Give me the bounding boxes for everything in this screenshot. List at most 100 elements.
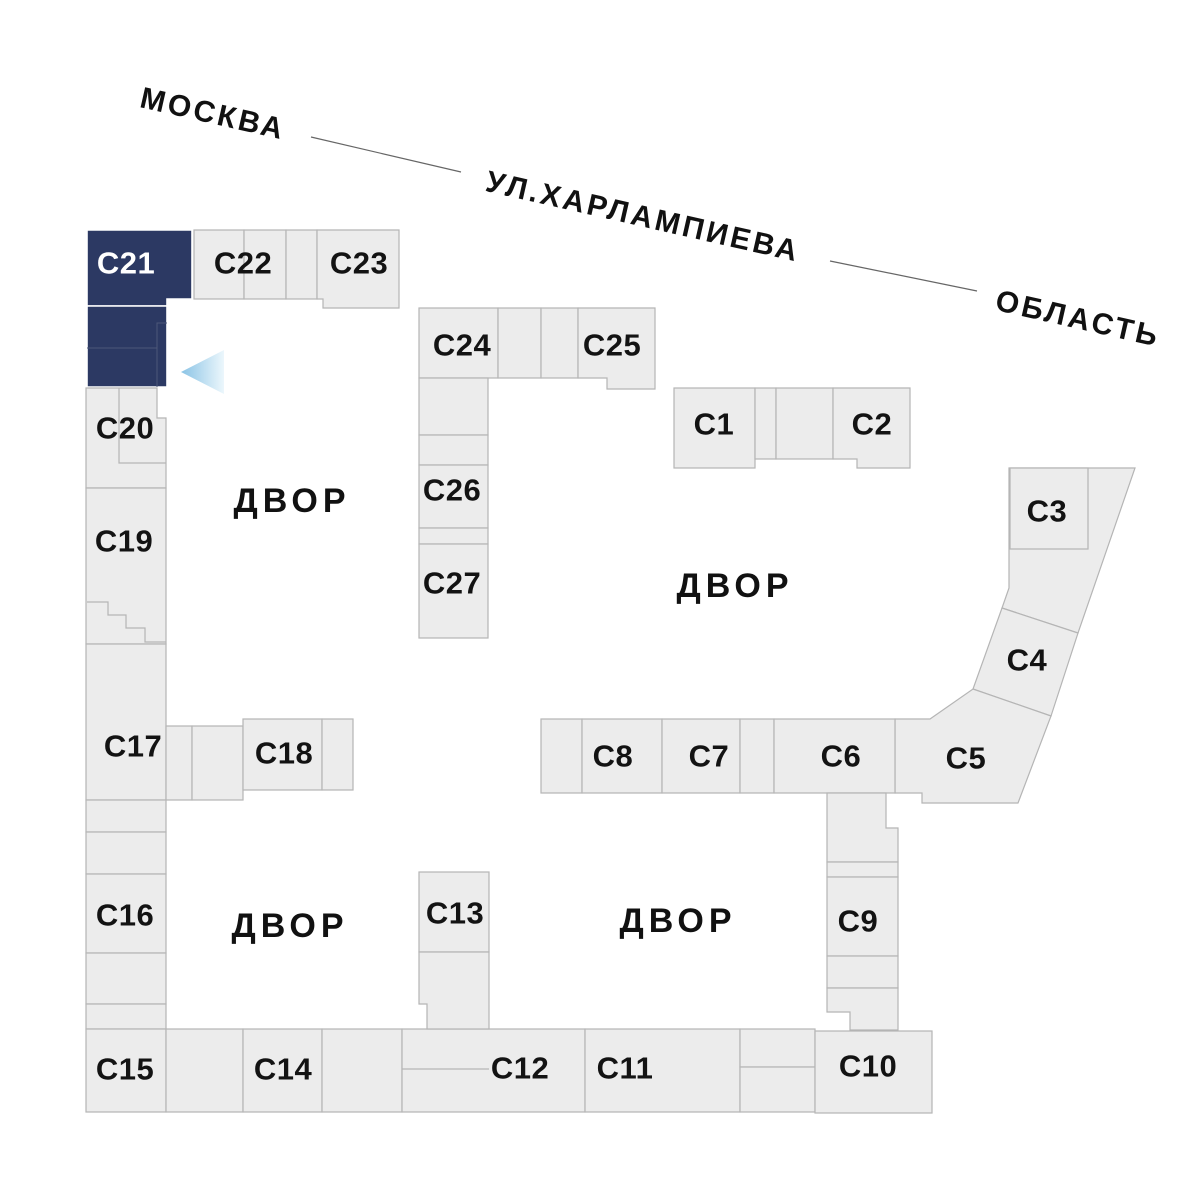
building-c5-shape[interactable] [894, 688, 1052, 804]
building-c9-section [826, 955, 899, 989]
building-c22-section[interactable] [243, 229, 287, 300]
building-c11[interactable]: С11 [584, 1028, 741, 1113]
building-c7[interactable]: С7 [661, 718, 741, 794]
building-c25[interactable]: С25 [577, 307, 656, 390]
building-c14[interactable]: С14 [242, 1028, 323, 1113]
courtyard-label-top-left: ДВОР [233, 482, 350, 520]
street-label-kharlampieva: УЛ.ХАРЛАМПИЕВА [483, 165, 804, 268]
building-c7-shape[interactable] [661, 718, 741, 794]
building-c23[interactable]: С23 [316, 229, 400, 309]
building-c26[interactable]: С26 [418, 464, 489, 529]
building-c6-shape[interactable] [773, 718, 896, 794]
building-c26-shape[interactable] [418, 464, 489, 529]
building-section-unlabeled [418, 527, 489, 545]
building-c19-stairs-divider [87, 601, 166, 643]
building-c14-shape[interactable] [242, 1028, 323, 1113]
building-section-unlabeled [754, 387, 777, 460]
building-label-c5: С5 [946, 741, 987, 776]
building-c27[interactable]: С27 [418, 543, 489, 639]
building-label-c7: С7 [689, 739, 730, 774]
building-c18-shape[interactable] [242, 718, 323, 791]
courtyard-label-bottom-left: ДВОР [231, 907, 348, 945]
building-section-unlabeled [739, 1066, 816, 1113]
building-c21[interactable]: С21 [86, 229, 193, 388]
building-c20[interactable]: С20 [85, 387, 167, 489]
building-label-c9: С9 [838, 904, 879, 939]
building-c10[interactable]: С10 [814, 1030, 933, 1114]
street-leader-line-right [829, 260, 978, 292]
building-section-unlabeled [739, 718, 775, 794]
building-c12[interactable]: С12 [401, 1028, 586, 1113]
building-label-c24: С24 [433, 328, 492, 363]
building-c17-section [85, 831, 167, 875]
street-leader-line-left [310, 136, 462, 173]
building-section-unlabeled [418, 434, 489, 466]
building-section-unlabeled [739, 1028, 816, 1068]
building-c2-shape[interactable] [832, 387, 911, 469]
building-c13-shape[interactable] [418, 871, 490, 953]
building-c1[interactable]: С1 [673, 387, 756, 469]
building-c9-section [826, 861, 899, 878]
building-c8[interactable]: С8 [581, 718, 663, 794]
building-c16[interactable]: С16 [85, 873, 167, 1030]
building-c13[interactable]: С13 [418, 871, 490, 1030]
building-label-c27: С27 [423, 566, 481, 601]
building-c2[interactable]: С2 [832, 387, 911, 469]
building-c22[interactable]: С22 [193, 229, 318, 300]
building-c22-section[interactable] [193, 229, 245, 300]
building-label-c10: С10 [839, 1049, 897, 1084]
building-c17-shape[interactable] [85, 643, 167, 801]
building-c5[interactable]: С5 [894, 688, 1052, 804]
building-c21-shape-lower[interactable] [86, 305, 168, 388]
building-c1-shape[interactable] [673, 387, 756, 469]
building-label-c22: С22 [214, 246, 272, 281]
street-label-oblast: ОБЛАСТЬ [992, 284, 1163, 353]
building-c17-section [191, 725, 244, 801]
courtyard-labels: ДВОР ДВОР ДВОР ДВОР [231, 482, 793, 945]
courtyard-label-top-right: ДВОР [676, 567, 793, 605]
building-label-c13: С13 [426, 896, 484, 931]
building-section-unlabeled [165, 1028, 244, 1113]
building-c9-shape[interactable] [826, 876, 899, 957]
building-section-unlabeled [775, 387, 834, 460]
building-c13-section [418, 951, 490, 1030]
building-c9[interactable]: С9 [826, 861, 899, 1031]
building-c15-shape[interactable] [85, 1028, 167, 1113]
building-label-c15: С15 [96, 1052, 154, 1087]
building-label-c11: С11 [597, 1051, 654, 1086]
building-label-c16: С16 [96, 898, 154, 933]
building-c16-shape[interactable] [85, 873, 167, 954]
building-c8-shape[interactable] [581, 718, 663, 794]
building-c6-leg-section [826, 792, 899, 863]
building-c3[interactable]: С3 [1009, 467, 1089, 550]
building-c27-shape[interactable] [418, 543, 489, 639]
building-c17[interactable]: С17 [85, 643, 244, 875]
courtyard-label-bottom-right: ДВОР [619, 902, 736, 940]
building-section-unlabeled [321, 1028, 403, 1113]
building-label-c21: С21 [97, 246, 155, 281]
building-c10-shape[interactable] [814, 1030, 933, 1114]
building-label-c12: С12 [491, 1051, 549, 1086]
building-c24-shape[interactable] [418, 307, 499, 379]
building-c18[interactable]: С18 [242, 718, 354, 791]
building-c19[interactable]: С19 [85, 487, 167, 645]
building-label-c2: С2 [852, 407, 893, 442]
building-label-c3: С3 [1027, 494, 1068, 529]
building-section-unlabeled [418, 377, 489, 436]
building-c3-shape[interactable] [1009, 467, 1089, 550]
building-label-c26: С26 [423, 473, 481, 508]
building-c15[interactable]: С15 [85, 1028, 167, 1113]
building-c24-section [497, 307, 542, 379]
building-c25-shape[interactable] [577, 307, 656, 390]
building-c12-shape[interactable] [401, 1028, 586, 1113]
building-c6[interactable]: С6 [773, 718, 899, 863]
building-label-c6: С6 [821, 739, 862, 774]
street-label-moscow: МОСКВА [137, 81, 289, 146]
building-c24-section [540, 307, 579, 379]
building-c24[interactable]: С24 [418, 307, 579, 379]
building-c22-section [285, 229, 318, 300]
building-c23-shape[interactable] [316, 229, 400, 309]
building-label-c8: С8 [593, 739, 634, 774]
building-c11-shape[interactable] [584, 1028, 741, 1113]
